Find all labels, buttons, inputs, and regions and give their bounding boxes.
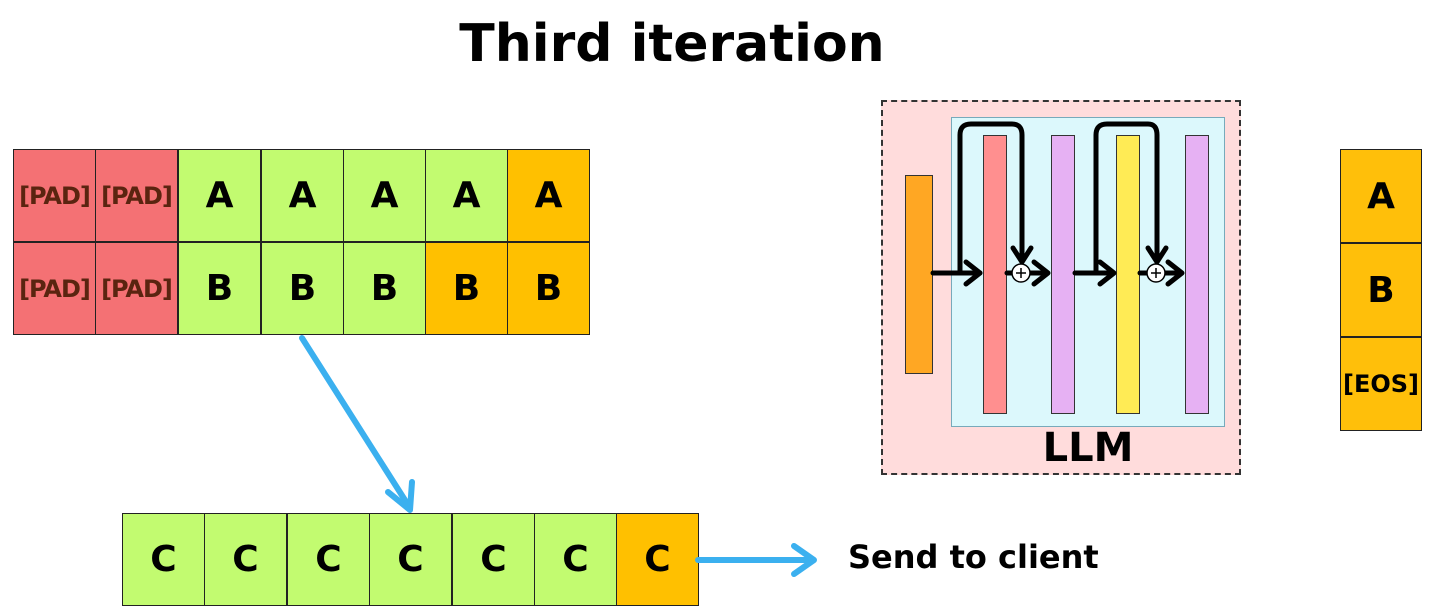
output-cell: C — [204, 513, 287, 606]
next-token-cell: B — [1340, 243, 1422, 337]
add-node-icon — [1011, 263, 1031, 283]
token-cell-processed: A — [425, 149, 508, 242]
output-cell: C — [369, 513, 452, 606]
add-node-icon — [1146, 263, 1166, 283]
blue-right-arrow — [695, 543, 817, 577]
token-cell-processed: A — [261, 149, 344, 242]
diagram-title: Third iteration — [459, 14, 885, 74]
token-cell-pad: [PAD] — [95, 149, 178, 242]
residual-flow-arrows — [930, 121, 1185, 287]
layer-bar-purple-2 — [1185, 135, 1209, 414]
blue-down-arrow — [299, 335, 415, 513]
token-cell-processed: B — [178, 242, 261, 335]
output-cell-new: C — [616, 513, 699, 606]
token-cell-new: A — [507, 149, 590, 242]
token-cell-pad: [PAD] — [13, 149, 96, 242]
output-cell: C — [122, 513, 205, 606]
token-cell-pad: [PAD] — [95, 242, 178, 335]
token-cell-pad: [PAD] — [13, 242, 96, 335]
token-cell-new: B — [425, 242, 508, 335]
token-cell-processed: B — [343, 242, 426, 335]
token-cell-processed: B — [261, 242, 344, 335]
llm-label: LLM — [1042, 425, 1134, 471]
next-token-cell: A — [1340, 149, 1422, 243]
token-cell-processed: A — [343, 149, 426, 242]
token-cell-new: B — [507, 242, 590, 335]
output-cell: C — [534, 513, 617, 606]
next-token-cell-eos: [EOS] — [1340, 337, 1422, 431]
output-cell: C — [287, 513, 370, 606]
send-to-client-label: Send to client — [848, 538, 1099, 576]
token-cell-processed: A — [178, 149, 261, 242]
